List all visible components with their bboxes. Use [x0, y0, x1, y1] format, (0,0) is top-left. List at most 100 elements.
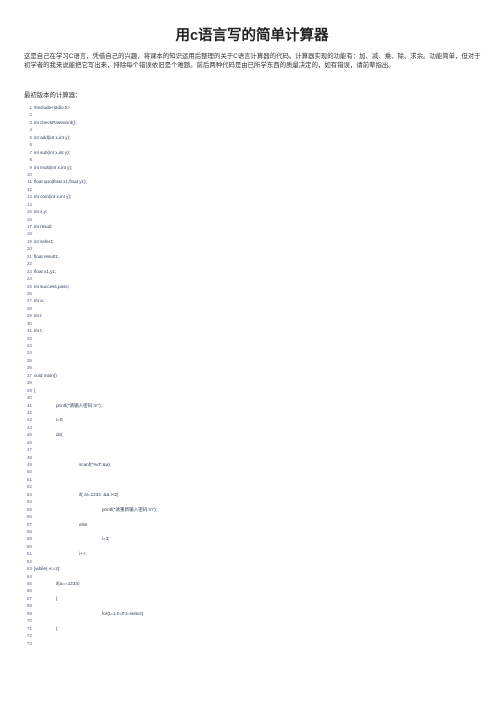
line-number: 56 [26, 514, 32, 520]
line-number: 16 [26, 216, 32, 222]
code-line: 50 [24, 468, 484, 475]
line-number: 5 [29, 134, 32, 140]
code-text: int success,pass; [34, 283, 69, 289]
line-number: 3 [29, 119, 32, 125]
code-line: 38 [24, 379, 484, 386]
line-number: 44 [26, 424, 32, 430]
code-text: printf("请重新输入密码:\n"); [102, 506, 158, 512]
line-number: 43 [26, 417, 32, 423]
line-number: 41 [26, 402, 32, 408]
line-number: 67 [26, 595, 32, 601]
code-line: 65 if(a==1234) [24, 580, 484, 587]
line-number: 21 [26, 253, 32, 259]
line-number: 17 [26, 224, 32, 229]
line-number: 13 [26, 194, 32, 200]
line-number: 15 [26, 209, 32, 215]
code-text: int checkPassword(); [34, 119, 77, 125]
code-line: 68 [24, 602, 484, 609]
line-number: 51 [26, 476, 32, 482]
line-number: 34 [26, 350, 32, 356]
code-line: 24 [24, 275, 484, 282]
line-number: 18 [26, 231, 32, 237]
code-text: int i; [34, 313, 43, 319]
code-text: { [34, 387, 36, 393]
code-line: 8 [24, 156, 484, 163]
code-line: 1#include<stdio.h> [24, 104, 484, 111]
code-line: 18 [24, 230, 484, 237]
line-number: 19 [26, 238, 32, 244]
line-number: 36 [26, 365, 32, 371]
line-number: 69 [26, 610, 32, 616]
code-line: 39{ [24, 387, 484, 394]
code-line: 10 [24, 171, 484, 178]
code-text: printf("请输入密码:\n"); [56, 402, 102, 408]
line-number: 46 [26, 439, 32, 445]
code-text: float result1; [34, 253, 60, 259]
line-number: 60 [26, 543, 32, 549]
line-number: 64 [26, 573, 32, 579]
code-line: 4 [24, 126, 484, 133]
code-line: 58 [24, 528, 484, 535]
code-text: int a; [34, 298, 44, 304]
code-line: 44 [24, 424, 484, 431]
code-text: int com(int x,int y); [34, 194, 72, 200]
line-number: 30 [26, 320, 32, 326]
code-text: float quo(float x1,float y1); [34, 179, 87, 185]
line-number: 70 [26, 618, 32, 624]
code-text: { [56, 595, 58, 601]
code-line: 64 [24, 573, 484, 580]
code-text: #include<stdio.h> [34, 105, 71, 110]
line-number: 29 [26, 313, 32, 319]
line-number: 39 [26, 387, 32, 393]
code-section-heading: 最初版本的计算器： [24, 92, 82, 99]
line-number: 2 [29, 112, 32, 118]
line-number: 20 [26, 246, 32, 252]
line-number: 28 [26, 305, 32, 311]
code-line: 55 printf("请重新输入密码:\n"); [24, 506, 484, 513]
line-number: 11 [27, 179, 32, 185]
line-number: 42 [26, 409, 32, 415]
code-line: 45 do{ [24, 431, 484, 438]
line-number: 53 [26, 491, 32, 497]
code-text: else [79, 521, 88, 527]
code-line: 59 i=3; [24, 535, 484, 542]
line-number: 59 [26, 536, 32, 542]
code-line: 28 [24, 305, 484, 312]
code-line: 26 [24, 290, 484, 297]
code-text: scanf("%d",&a); [79, 462, 112, 467]
line-number: 62 [26, 558, 32, 564]
code-text: do{ [56, 432, 63, 438]
code-line: 40 [24, 394, 484, 401]
line-number: 10 [26, 171, 32, 177]
code-text: int t; [34, 328, 43, 334]
line-number: 37 [26, 372, 32, 378]
code-line: 63}while( i<=2); [24, 565, 484, 572]
line-number: 52 [26, 484, 32, 490]
code-text: int x,y; [34, 209, 48, 215]
code-line: 34 [24, 349, 484, 356]
line-number: 45 [26, 432, 32, 438]
code-text: i=3; [102, 536, 110, 542]
code-text: if(a==1234) [56, 581, 80, 586]
code-line: 70 [24, 617, 484, 624]
line-number: 22 [26, 261, 32, 267]
line-number: 35 [26, 357, 32, 363]
line-number: 55 [26, 506, 32, 512]
line-number: 14 [26, 201, 32, 207]
line-number: 7 [29, 149, 32, 155]
code-line: 20 [24, 245, 484, 252]
code-text: int select; [34, 238, 54, 244]
line-number: 68 [26, 603, 32, 609]
line-number: 65 [26, 581, 32, 586]
